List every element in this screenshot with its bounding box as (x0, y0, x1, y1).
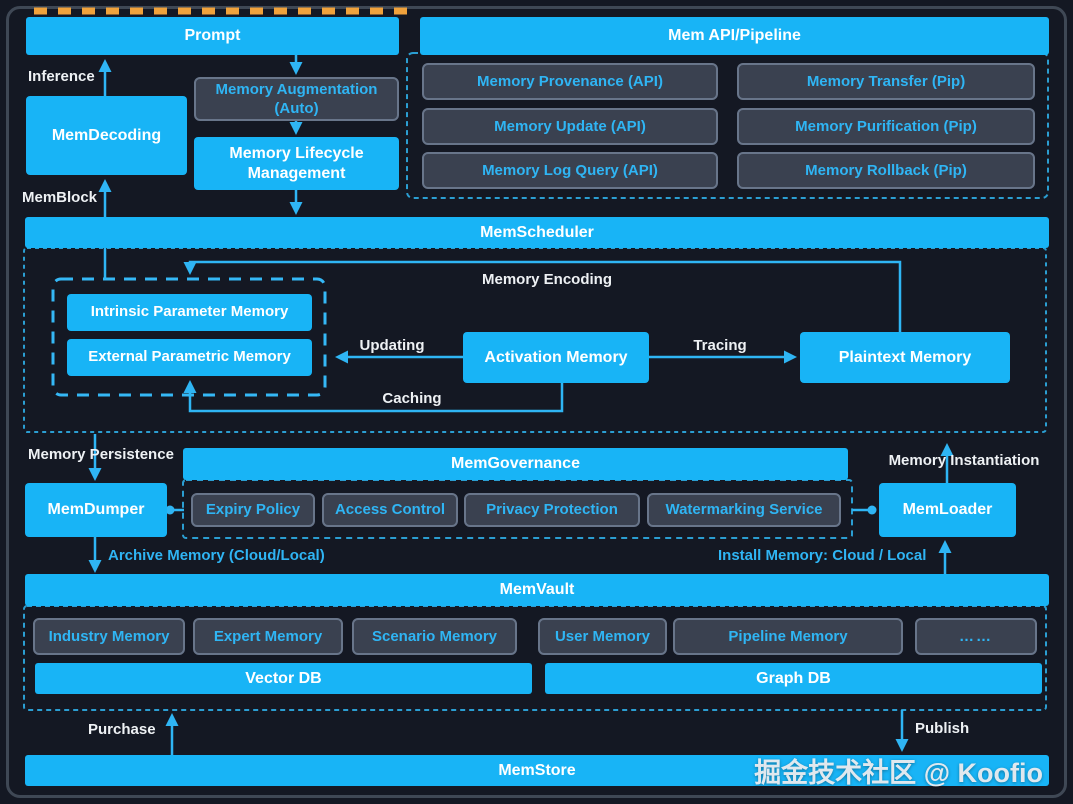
vault-box-ellipsis: …… (915, 618, 1037, 655)
external-parametric-memory-box: External Parametric Memory (67, 339, 312, 376)
api-box-memory-log-query: Memory Log Query (API) (422, 152, 718, 189)
mem-api-pipeline-header: Mem API/Pipeline (420, 17, 1049, 55)
vector-db-bar: Vector DB (35, 663, 532, 694)
memloader-box: MemLoader (879, 483, 1016, 537)
api-dashed-container (406, 52, 1049, 199)
activation-memory-box: Activation Memory (463, 332, 649, 383)
purchase-label: Purchase (88, 721, 156, 738)
connector-dot-memdumper (165, 505, 175, 515)
inference-label: Inference (28, 68, 95, 85)
outer-frame (6, 6, 1067, 798)
api-box-memory-purification: Memory Purification (Pip) (737, 108, 1035, 145)
memvault-bar: MemVault (25, 574, 1049, 606)
memory-augmentation-box: Memory Augmentation (Auto) (194, 77, 399, 121)
prompt-box: Prompt (26, 17, 399, 55)
plaintext-memory-box: Plaintext Memory (800, 332, 1010, 383)
governance-box-access-control: Access Control (322, 493, 458, 527)
memory-instantiation-label: Memory Instantiation (888, 452, 1040, 469)
vault-dashed-container (23, 605, 1047, 711)
governance-box-privacy-protection: Privacy Protection (464, 493, 640, 527)
intrinsic-parameter-memory-box: Intrinsic Parameter Memory (67, 294, 312, 331)
publish-label: Publish (915, 720, 970, 737)
vault-box-user-memory: User Memory (538, 618, 667, 655)
api-box-memory-rollback: Memory Rollback (Pip) (737, 152, 1035, 189)
memdumper-box: MemDumper (25, 483, 167, 537)
connector-dot-memloader (867, 505, 877, 515)
api-box-memory-provenance: Memory Provenance (API) (422, 63, 718, 100)
memdecoding-box: MemDecoding (26, 96, 187, 175)
memstore-bar: MemStore (25, 755, 1049, 786)
governance-box-watermarking-service: Watermarking Service (647, 493, 841, 527)
governance-box-expiry-policy: Expiry Policy (191, 493, 315, 527)
arrow-caching (183, 380, 564, 413)
scheduler-dashed-container (23, 247, 1047, 433)
memory-lifecycle-box: Memory Lifecycle Management (194, 137, 399, 190)
arrow-memory-encoding (183, 260, 902, 332)
caching-label: Caching (382, 390, 442, 407)
watermark-text: 掘金技术社区 @ Koofio (754, 758, 1043, 788)
tracing-label: Tracing (693, 337, 747, 354)
api-box-memory-update: Memory Update (API) (422, 108, 718, 145)
vault-box-expert-memory: Expert Memory (193, 618, 343, 655)
updating-label: Updating (359, 337, 425, 354)
memory-encoding-label: Memory Encoding (481, 271, 612, 288)
memgovernance-bar: MemGovernance (183, 448, 848, 480)
graph-db-bar: Graph DB (545, 663, 1042, 694)
install-memory-label: Install Memory: Cloud / Local (718, 547, 927, 564)
memory-lifecycle-line2: Management (247, 164, 346, 182)
memory-lifecycle-line1: Memory Lifecycle (229, 144, 364, 162)
vault-box-industry-memory: Industry Memory (33, 618, 185, 655)
memscheduler-bar: MemScheduler (25, 217, 1049, 248)
memory-augmentation-line2: (Auto) (274, 100, 319, 117)
memory-persistence-label: Memory Persistence (28, 446, 174, 463)
vault-box-pipeline-memory: Pipeline Memory (673, 618, 903, 655)
memory-augmentation-line1: Memory Augmentation (215, 80, 378, 98)
vault-box-scenario-memory: Scenario Memory (352, 618, 517, 655)
memblock-label: MemBlock (22, 189, 98, 206)
api-box-memory-transfer: Memory Transfer (Pip) (737, 63, 1035, 100)
archive-memory-label: Archive Memory (Cloud/Local) (108, 547, 325, 564)
